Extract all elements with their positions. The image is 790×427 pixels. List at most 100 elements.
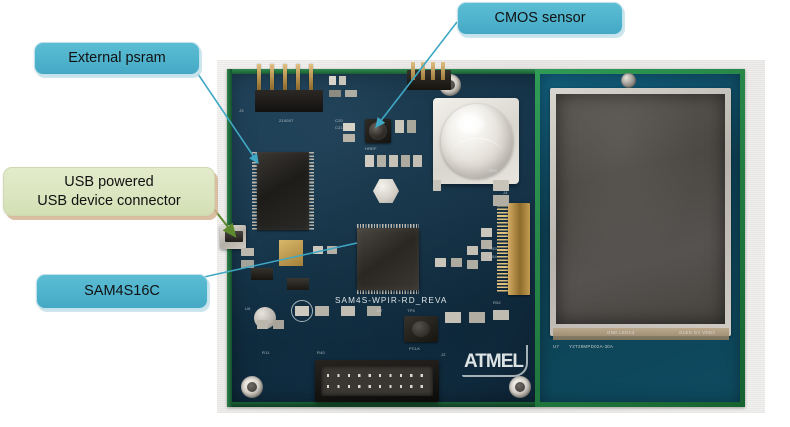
silk-ref: U6 (245, 306, 251, 311)
smd-part (377, 155, 386, 167)
smd-part (401, 155, 410, 167)
callout-cmos-sensor[interactable]: CMOS sensor (457, 2, 623, 35)
smd-part (313, 246, 323, 254)
smd-part (433, 180, 441, 191)
smd-part (329, 76, 336, 85)
smd-inductor (279, 240, 303, 266)
smd-part (493, 310, 509, 320)
atmel-logo: ATMEL (464, 351, 524, 372)
smd-part (467, 246, 478, 255)
atmel-logo-swoosh (462, 345, 528, 377)
smd-part (343, 134, 355, 142)
silkscreen-board-id: SAM4S-WPIR-RD_REVA (335, 296, 448, 305)
lcd-part-marking: Y2T28MPD02A-30A (569, 344, 614, 349)
silk-ref: J3 (239, 108, 244, 113)
lcd-mount-hole (621, 73, 636, 88)
psram-pins-right (309, 152, 314, 230)
smd-part (251, 268, 273, 280)
callout-label-block: USB powered USB device connector (37, 173, 180, 210)
silk-ref: C54 (489, 254, 497, 259)
smd-part (407, 120, 416, 133)
silk-ref: PCLK (409, 346, 421, 351)
lcd-adhesive-strip (553, 328, 729, 340)
smd-part (343, 123, 355, 131)
pin-header-additional-con (407, 62, 451, 90)
jtag-pin-row-top (327, 374, 427, 377)
jtag-pin-row-bottom (327, 385, 427, 388)
lcd-edge-mark-right: GLED GV VDD3 (679, 330, 716, 335)
smd-part (329, 90, 341, 97)
callout-external-psram[interactable]: External psram (34, 42, 200, 75)
board-photograph: GND LEDA3 GLED GV VDD3 Y2T28MPD02A-30A U… (217, 60, 765, 413)
smd-part (389, 155, 398, 167)
callout-label: External psram (68, 50, 166, 67)
callout-label: CMOS sensor (494, 10, 586, 27)
callout-label-line1: USB powered (64, 173, 154, 190)
mcu-chip (357, 228, 419, 290)
smd-part (493, 195, 509, 206)
silk-ref: R54 (489, 168, 497, 173)
pb-free-marking (291, 300, 313, 322)
silk-ref: C21 (335, 125, 343, 130)
callout-label: SAM4S16C (84, 283, 160, 300)
callout-label-line2: USB device connector (37, 192, 181, 209)
cmos-lens (369, 122, 387, 140)
smd-part (445, 312, 461, 323)
silk-ref: J2 (441, 352, 446, 357)
smd-part (341, 306, 355, 316)
mount-hole-bottom-right (509, 376, 531, 398)
smd-part (481, 252, 492, 261)
callout-sam4s16c[interactable]: SAM4S16C (36, 274, 208, 309)
smd-part (327, 246, 337, 254)
silk-ref: 210007 (279, 118, 294, 123)
smd-part (481, 228, 492, 237)
header-pin (441, 62, 445, 80)
fpc-connector-pins (497, 205, 508, 293)
silk-ref: R44 (489, 176, 497, 181)
smd-part (365, 155, 374, 167)
smd-part (395, 120, 404, 133)
header-pin (283, 64, 287, 94)
hex-standoff (373, 179, 399, 203)
smd-part (345, 90, 357, 97)
header-pin (431, 62, 435, 80)
callout-usb-powered[interactable]: USB powered USB device connector (3, 167, 215, 216)
silk-ref: R40 (317, 350, 325, 355)
silk-ref: R52 (493, 300, 501, 305)
mcu-pins-top (357, 224, 419, 228)
silk-ref: D7 (377, 308, 383, 313)
smd-part (481, 240, 492, 249)
smd-part (339, 76, 346, 85)
mcu-pins-bottom (357, 290, 419, 294)
psram-pins-left (252, 152, 257, 230)
smd-part (469, 312, 485, 323)
header-pin (421, 62, 425, 80)
header-pin (296, 64, 300, 94)
smd-part (241, 260, 254, 268)
psram-chip (257, 152, 309, 230)
smd-part (273, 320, 284, 329)
smd-part (493, 180, 509, 191)
silk-ref: TP5 (407, 308, 415, 313)
smd-part (467, 260, 478, 269)
smd-part (435, 258, 446, 267)
silk-ref: C53 (489, 246, 497, 251)
silk-ref: C20 (335, 118, 343, 123)
silk-ref: R11 (262, 350, 270, 355)
pcb-edge-bottom (227, 402, 745, 407)
lcd-edge-mark-left: GND LEDA3 (607, 330, 635, 335)
push-button (404, 316, 438, 342)
header-body (255, 90, 323, 112)
pir-dome (441, 104, 513, 178)
header-pin (270, 64, 274, 94)
lcd-ref-designator: U7 (553, 344, 560, 349)
smd-part (451, 258, 462, 267)
mount-hole-inner (515, 382, 525, 392)
mount-hole-bottom-left (241, 376, 263, 398)
lcd-display (556, 94, 725, 324)
silk-ref: HREF (365, 146, 377, 151)
smd-part (287, 278, 309, 290)
jtag-header-cavity (321, 366, 433, 396)
smd-part (241, 248, 254, 256)
